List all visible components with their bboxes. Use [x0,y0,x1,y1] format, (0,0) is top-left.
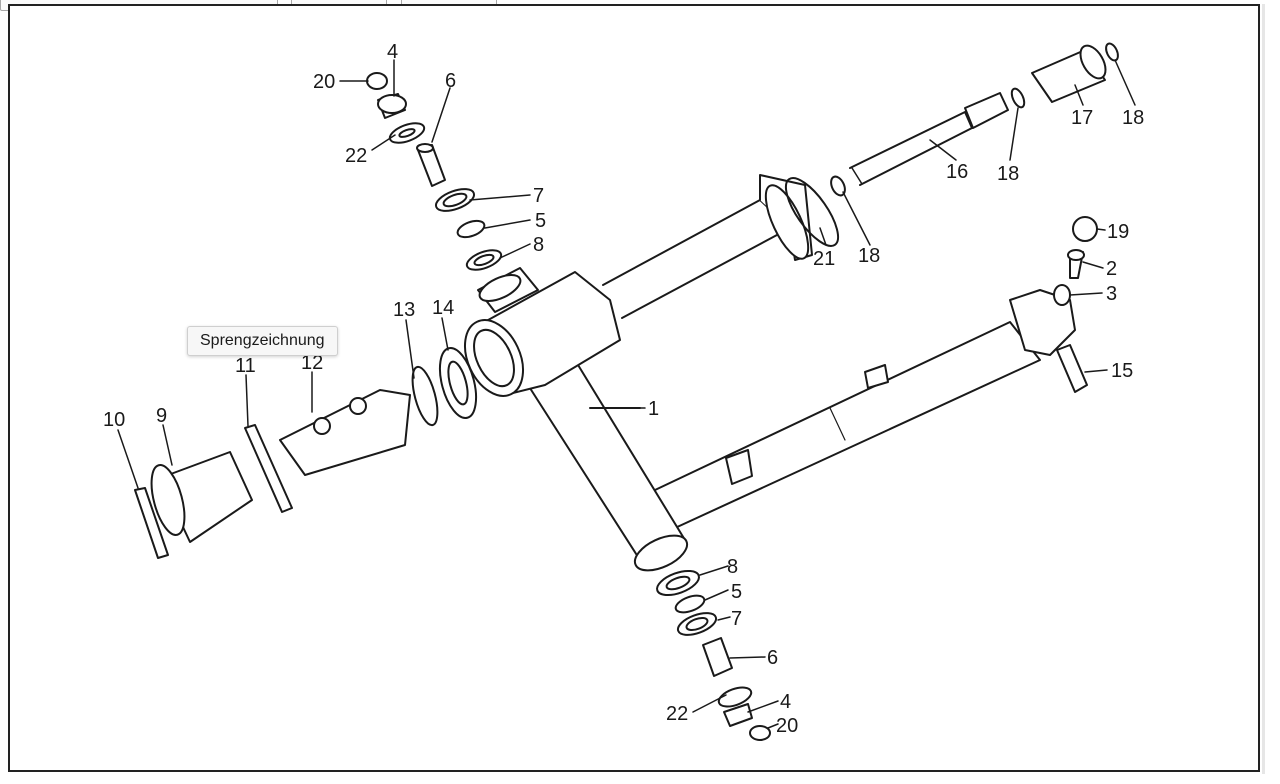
callout-17: 17 [1071,107,1093,129]
callout-13: 13 [393,299,415,321]
callout-1: 1 [648,398,659,420]
callout-16: 16 [946,161,968,183]
diagram-frame [8,4,1260,772]
callout-7-top: 7 [533,185,544,207]
callout-8-bottom: 8 [727,556,738,578]
callout-labels: 20 4 6 22 7 5 8 21 18 16 18 17 18 19 2 3… [103,41,1144,737]
leader-lines [117,59,1136,729]
callout-4-bottom: 4 [780,691,791,713]
callout-19: 19 [1107,221,1129,243]
callout-22-bottom: 22 [666,703,688,725]
callout-4-top: 4 [387,41,398,63]
callout-15: 15 [1111,360,1133,382]
callout-10: 10 [103,409,125,431]
callout-8-top: 8 [533,234,544,256]
callout-22-top: 22 [345,145,367,167]
callout-11: 11 [235,355,256,377]
callout-5-bottom: 5 [731,581,742,603]
callout-18-upper: 18 [997,163,1019,185]
callout-18-mid: 18 [858,245,880,267]
callout-12: 12 [301,352,323,374]
upper-bearing-stack [366,72,503,271]
main-frame-part [463,174,1076,572]
callout-20-top: 20 [313,71,335,93]
frame-shadow [1262,4,1265,774]
callout-3: 3 [1106,283,1117,305]
callout-21: 21 [813,248,835,270]
callout-7-bottom: 7 [731,608,742,630]
callout-14: 14 [432,297,454,319]
axle-small-parts [1053,216,1098,393]
callout-18-right: 18 [1122,107,1144,129]
lower-bearing-stack [656,569,771,741]
callout-9: 9 [156,405,167,427]
callout-5-top: 5 [535,210,546,232]
tooltip: Sprengzeichnung [187,326,338,356]
callout-20-bottom: 20 [776,715,798,737]
universal-joint-parts [134,346,478,559]
callout-6-bottom: 6 [767,647,778,669]
callout-2: 2 [1106,258,1117,280]
callout-6-top: 6 [445,70,456,92]
drive-shaft-parts [784,42,1119,247]
